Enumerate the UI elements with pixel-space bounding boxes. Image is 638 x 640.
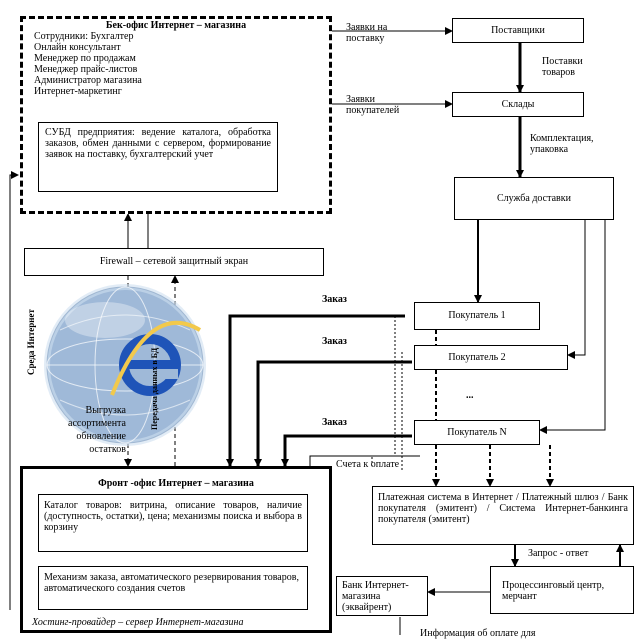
internet-env-line [9,171,19,610]
buyer-n-box [414,420,540,445]
internet-globe-icon [44,284,206,446]
buyer-2-box [414,345,568,370]
backoffice-title: Бек-офис Интернет – магазина [105,20,247,31]
firewall-box [24,248,324,276]
firewall-label: Firewall – сетевой защитный экран [99,256,249,267]
suppliers-box [452,18,584,43]
processing-box [490,566,634,614]
dbms-text: СУБД предприятия: ведение каталога, обра… [45,127,271,160]
upload-label: Выгрузка ассортимента обновление остатко… [68,405,126,455]
backoffice-staff-3: Менеджер прайс-листов [34,64,138,75]
picking-label: Комплектация, упаковка [530,133,594,155]
supplies-label: Поставки товаров [542,56,583,78]
arrow-delivery-buyerN [539,220,606,434]
internet-environment-label: Среда Интернет [26,309,36,375]
db-transfer-label: Передача данных в БД [150,347,159,430]
processing-text: Процессинговый центр, мерчант [502,580,605,602]
warehouses-box [452,92,584,117]
arrow-delivery-buyer2 [567,220,586,359]
buyer-n-label: Покупатель N [447,427,507,438]
order-mechanism-box [38,566,308,610]
order-label-3: Заказ [322,417,347,428]
catalog-box [38,494,308,552]
catalog-text: Каталог товаров: витрина, описание товар… [44,500,302,533]
shop-bank-text: Банк Интернет-магазина (эквайрент) [342,580,409,613]
order-mechanism-text: Механизм заказа, автоматического резерви… [44,572,299,594]
request-response-label: Запрос - ответ [528,548,589,559]
buyer-1-label: Покупатель 1 [448,310,506,321]
order-line-2 [254,360,412,467]
dotted-line-1 [371,316,396,466]
buyer-2-label: Покупатель 2 [448,352,506,363]
supply-requests-label: Заявки на поставку [346,22,388,44]
order-line-3 [281,434,412,467]
hosting-label: Хостинг-провайдер – сервер Интернет-мага… [32,617,244,628]
backoffice-staff-5: Интернет-маркетинг [34,86,122,97]
backoffice-staff-4: Администратор магазина [34,75,142,86]
buyer-requests-label: Заявки покупателей [346,94,400,116]
backoffice-staff-0: Сотрудники: Бухгалтер [34,31,134,42]
shop-bank-box [336,576,428,616]
payment-system-text: Платежная система в Интернет / Платежный… [378,492,628,525]
buyers-ellipsis: ... [466,390,474,401]
buyer-1-box [414,302,540,330]
backoffice-staff-2: Менеджер по продажам [34,53,136,64]
delivery-label: Служба доставки [497,193,571,204]
invoice-label: Счета к оплате [336,459,400,470]
invoice-line [309,455,420,470]
warehouses-label: Склады [501,99,535,110]
payment-system-box [372,486,634,545]
delivery-box [454,177,614,220]
dbms-box [38,122,278,192]
payment-info-label: Информация об оплате для [420,628,536,639]
frontoffice-title: Фронт -офис Интернет – магазина [98,478,254,489]
suppliers-label: Поставщики [491,25,545,36]
backoffice-staff-1: Онлайн консультант [34,42,121,53]
order-line-1 [226,314,405,467]
order-label-1: Заказ [322,294,347,305]
order-label-2: Заказ [322,336,347,347]
